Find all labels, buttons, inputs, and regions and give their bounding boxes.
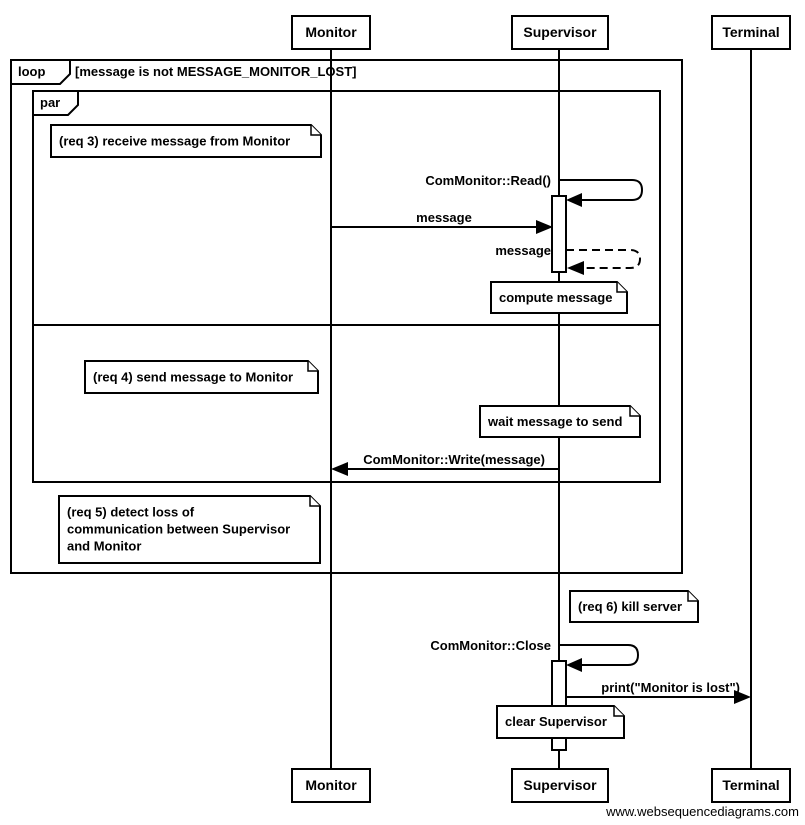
note-clear-text: clear Supervisor <box>505 714 607 729</box>
actor-box-supervisor-bottom[interactable] <box>511 768 609 803</box>
actor-box-terminal-bottom[interactable] <box>711 768 791 803</box>
message-arrowhead-close <box>566 658 582 672</box>
note-req3-body <box>50 124 322 158</box>
note-compute-body <box>490 281 628 314</box>
note-compute-fold <box>616 282 627 293</box>
message-line-message-return <box>566 249 642 269</box>
message-label-close: ComMonitor::Close <box>430 638 551 653</box>
note-req6-text: (req 6) kill server <box>578 599 682 614</box>
note-req5-fold <box>309 496 320 507</box>
note-compute-text: compute message <box>499 290 612 305</box>
actor-label-terminal-top: Terminal <box>722 24 779 40</box>
par-frame-label: par <box>40 95 60 110</box>
note-wait-fold <box>629 406 640 417</box>
message-label-message-in: message <box>416 210 472 225</box>
note-req5-text-line2: communication between Supervisor <box>67 521 290 536</box>
note-req6-fold <box>687 591 698 602</box>
actor-box-supervisor-top[interactable] <box>511 15 609 50</box>
actor-label-monitor-bottom: Monitor <box>305 777 357 793</box>
footer-credit: www.websequencediagrams.com <box>606 804 799 819</box>
note-req3-fold <box>310 125 321 136</box>
actor-box-monitor-top[interactable] <box>291 15 371 50</box>
actor-label-supervisor-bottom: Supervisor <box>523 777 597 793</box>
actor-box-monitor-bottom[interactable] <box>291 768 371 803</box>
message-label-message-return: message <box>495 243 551 258</box>
par-frame-tab <box>32 90 79 116</box>
note-req5-body <box>58 495 321 564</box>
note-req4-fold <box>307 361 318 372</box>
note-req5-text-line3: and Monitor <box>67 538 141 553</box>
note-wait-text: wait message to send <box>487 414 622 429</box>
message-arrowhead-message-in <box>536 220 553 234</box>
message-arrowhead-print <box>734 690 751 704</box>
message-label-write: ComMonitor::Write(message) <box>363 452 545 467</box>
loop-frame-tab <box>10 59 71 85</box>
loop-frame-label: loop <box>18 64 45 79</box>
note-req4-text: (req 4) send message to Monitor <box>93 369 293 384</box>
activation-supervisor-read <box>551 195 567 273</box>
note-clear-body <box>496 705 625 739</box>
par-frame <box>32 90 661 483</box>
message-arrowhead-message-return <box>567 261 584 275</box>
message-arrowhead-read <box>566 193 582 207</box>
message-label-print: print("Monitor is lost") <box>601 680 740 695</box>
loop-frame-guard: [message is not MESSAGE_MONITOR_LOST] <box>75 64 356 79</box>
note-wait-body <box>479 405 641 438</box>
actor-box-terminal-top[interactable] <box>711 15 791 50</box>
message-line-close <box>559 644 640 666</box>
note-req6-body <box>569 590 699 623</box>
message-line-read <box>559 179 644 201</box>
actor-label-terminal-bottom: Terminal <box>722 777 779 793</box>
actor-label-supervisor-top: Supervisor <box>523 24 597 40</box>
note-req4-body <box>84 360 319 394</box>
loop-frame <box>10 59 683 574</box>
note-clear-fold <box>613 706 624 717</box>
note-req5-text-line1: (req 5) detect loss of <box>67 504 195 519</box>
actor-label-monitor-top: Monitor <box>305 24 357 40</box>
message-label-read: ComMonitor::Read() <box>425 173 551 188</box>
message-arrowhead-write <box>331 462 348 476</box>
note-req3-text: (req 3) receive message from Monitor <box>59 133 290 148</box>
